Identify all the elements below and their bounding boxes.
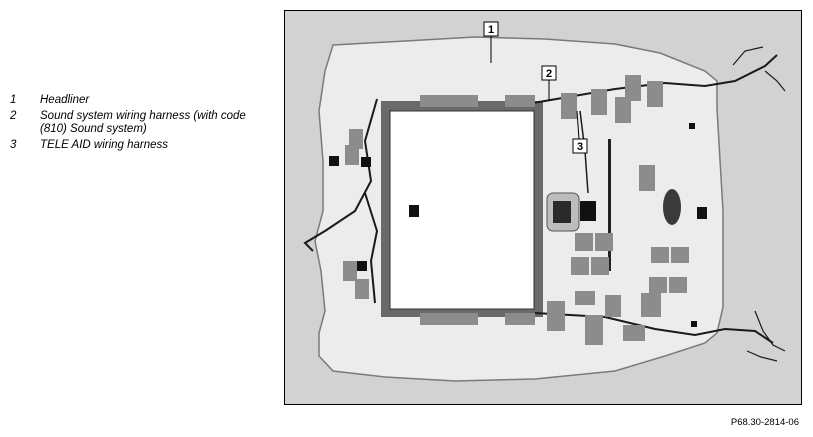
control-unit-module [553, 201, 571, 223]
callout-2: 2 [541, 65, 557, 81]
center-strip [608, 139, 611, 271]
figure-id: P68.30-2814-06 [730, 417, 799, 428]
legend-label: Sound system wiring harness (with code (… [40, 110, 246, 135]
callout-3-label: 3 [577, 141, 583, 153]
legend-item-2: 2 Sound system wiring harness (with code… [10, 110, 260, 136]
callout-2-label: 2 [546, 68, 552, 80]
rear-harness-pigtail [746, 310, 786, 362]
tape-patches [343, 75, 689, 345]
legend-number: 2 [10, 110, 17, 122]
legend: 1 Headliner 2 Sound system wiring harnes… [10, 94, 260, 155]
wiring-harness-left [303, 98, 378, 252]
connectors [329, 123, 707, 327]
sound-system-wiring-harness [532, 54, 778, 104]
headliner-figure: 1 2 3 [284, 10, 802, 405]
headliner-illustration: 1 2 3 [303, 21, 786, 382]
legend-number: 3 [10, 139, 17, 151]
callout-1-label: 1 [488, 24, 494, 36]
legend-label: Headliner [40, 94, 90, 106]
callout-3-leader [576, 110, 580, 140]
callout-1: 1 [483, 21, 499, 37]
rear-dome-light [663, 189, 681, 225]
legend-label: TELE AID wiring harness [40, 139, 169, 151]
legend-item-1: 1 Headliner [10, 94, 260, 107]
legend-number: 1 [10, 94, 17, 106]
callout-3: 3 [572, 138, 588, 154]
front-harness-pigtail [732, 46, 786, 92]
legend-item-3: 3 TELE AID wiring harness [10, 139, 260, 152]
wiring-harness-left-lower [364, 192, 379, 304]
